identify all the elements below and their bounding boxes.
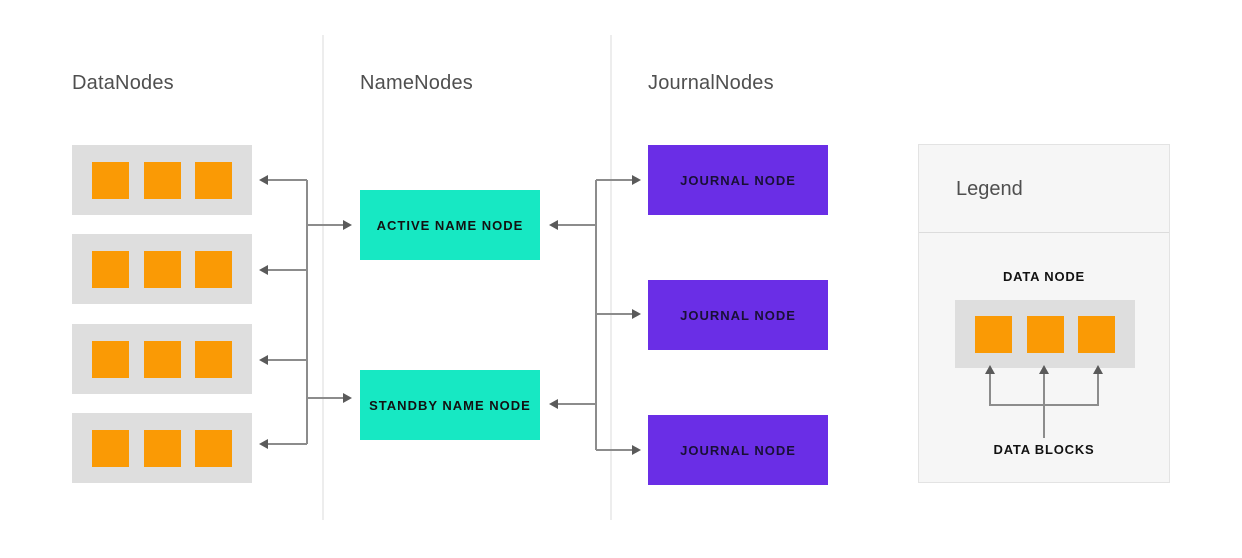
journal-node: JOURNAL NODE <box>648 145 828 215</box>
journal-node: JOURNAL NODE <box>648 280 828 350</box>
data-block-square <box>975 315 1013 353</box>
data-block-square <box>194 250 232 288</box>
column-header-datanodes: DataNodes <box>72 72 174 94</box>
column-divider <box>610 35 612 520</box>
data-block-square <box>143 429 181 467</box>
legend-panel: Legend DATA NODE DATA BLOCKS <box>918 144 1170 483</box>
data-block-square <box>1026 315 1064 353</box>
standby-name-node-label: STANDBY NAME NODE <box>369 397 531 413</box>
data-block-square <box>92 340 130 378</box>
data-block-square <box>1077 315 1115 353</box>
journal-node: JOURNAL NODE <box>648 415 828 485</box>
data-node <box>72 234 252 304</box>
data-block-square <box>194 429 232 467</box>
data-block-square <box>143 340 181 378</box>
data-node <box>72 324 252 394</box>
legend-header: Legend <box>919 145 1169 233</box>
datanode-bus <box>259 175 352 449</box>
legend-data-node-label: DATA NODE <box>1002 269 1086 284</box>
data-block-square <box>143 250 181 288</box>
column-divider <box>322 35 324 520</box>
data-block-square <box>92 250 130 288</box>
data-block-square <box>143 161 181 199</box>
data-block-square <box>194 161 232 199</box>
active-name-node-label: ACTIVE NAME NODE <box>376 217 524 233</box>
data-node <box>72 145 252 215</box>
journal-node-label: JOURNAL NODE <box>680 307 796 323</box>
legend-data-node-sample <box>955 300 1135 368</box>
journal-node-label: JOURNAL NODE <box>680 442 796 458</box>
active-name-node: ACTIVE NAME NODE <box>360 190 540 260</box>
standby-name-node: STANDBY NAME NODE <box>360 370 540 440</box>
data-block-square <box>92 161 130 199</box>
legend-title: Legend <box>956 178 1023 200</box>
journal-bus <box>549 175 641 455</box>
journal-node-label: JOURNAL NODE <box>680 172 796 188</box>
column-header-namenodes: NameNodes <box>360 72 473 94</box>
legend-data-blocks-label: DATA BLOCKS <box>993 442 1095 457</box>
data-node <box>72 413 252 483</box>
data-block-square <box>194 340 232 378</box>
column-header-journalnodes: JournalNodes <box>648 72 774 94</box>
data-block-square <box>92 429 130 467</box>
